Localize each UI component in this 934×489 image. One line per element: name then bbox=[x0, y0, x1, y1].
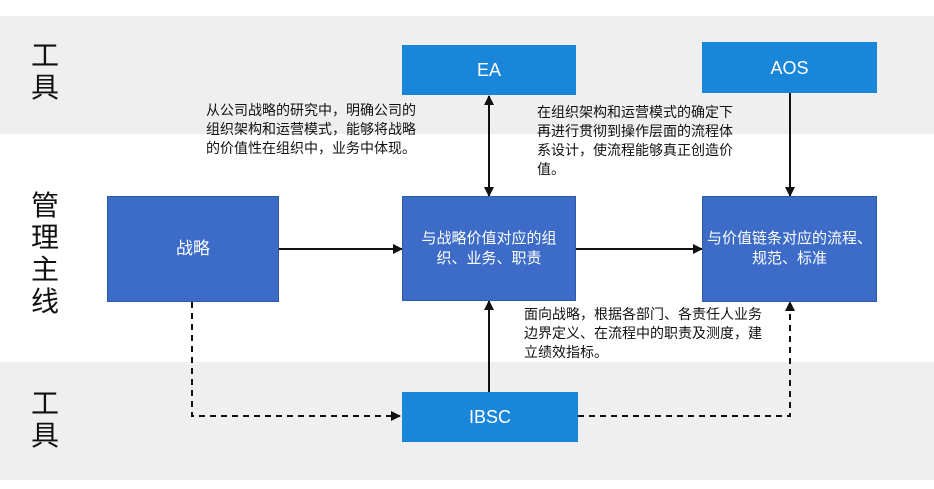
aos-box: AOS bbox=[702, 42, 877, 93]
middle-band-label: 管 理 主 线 bbox=[30, 189, 59, 318]
ibsc-process-dashed-connector bbox=[578, 301, 795, 417]
bottom-band-label: 工 具 bbox=[30, 387, 59, 452]
ibsc-note: 面向战略，根据各部门、各责任人业务边界定义、在流程中的职责及测度，建立绩效指标。 bbox=[524, 307, 762, 361]
ibsc-box: IBSC bbox=[402, 392, 578, 442]
top-band-label: 工 具 bbox=[30, 39, 59, 104]
strategy-box: 战略 bbox=[107, 196, 279, 302]
ea-box: EA bbox=[402, 45, 576, 95]
strategy-ibsc-dashed-connector bbox=[191, 302, 401, 421]
strategy-note: 从公司战略的研究中，明确公司的组织架构和运营模式，能够将战略的价值性在组织中，业… bbox=[206, 103, 416, 157]
org-box: 与战略价值对应的组织、业务、职责 bbox=[402, 196, 576, 301]
process-note: 在组织架构和运营模式的确定下再进行贯彻到操作层面的流程体系设计，使流程能够真正创… bbox=[537, 105, 733, 178]
process-box: 与价值链条对应的流程、规范、标准 bbox=[702, 196, 877, 302]
